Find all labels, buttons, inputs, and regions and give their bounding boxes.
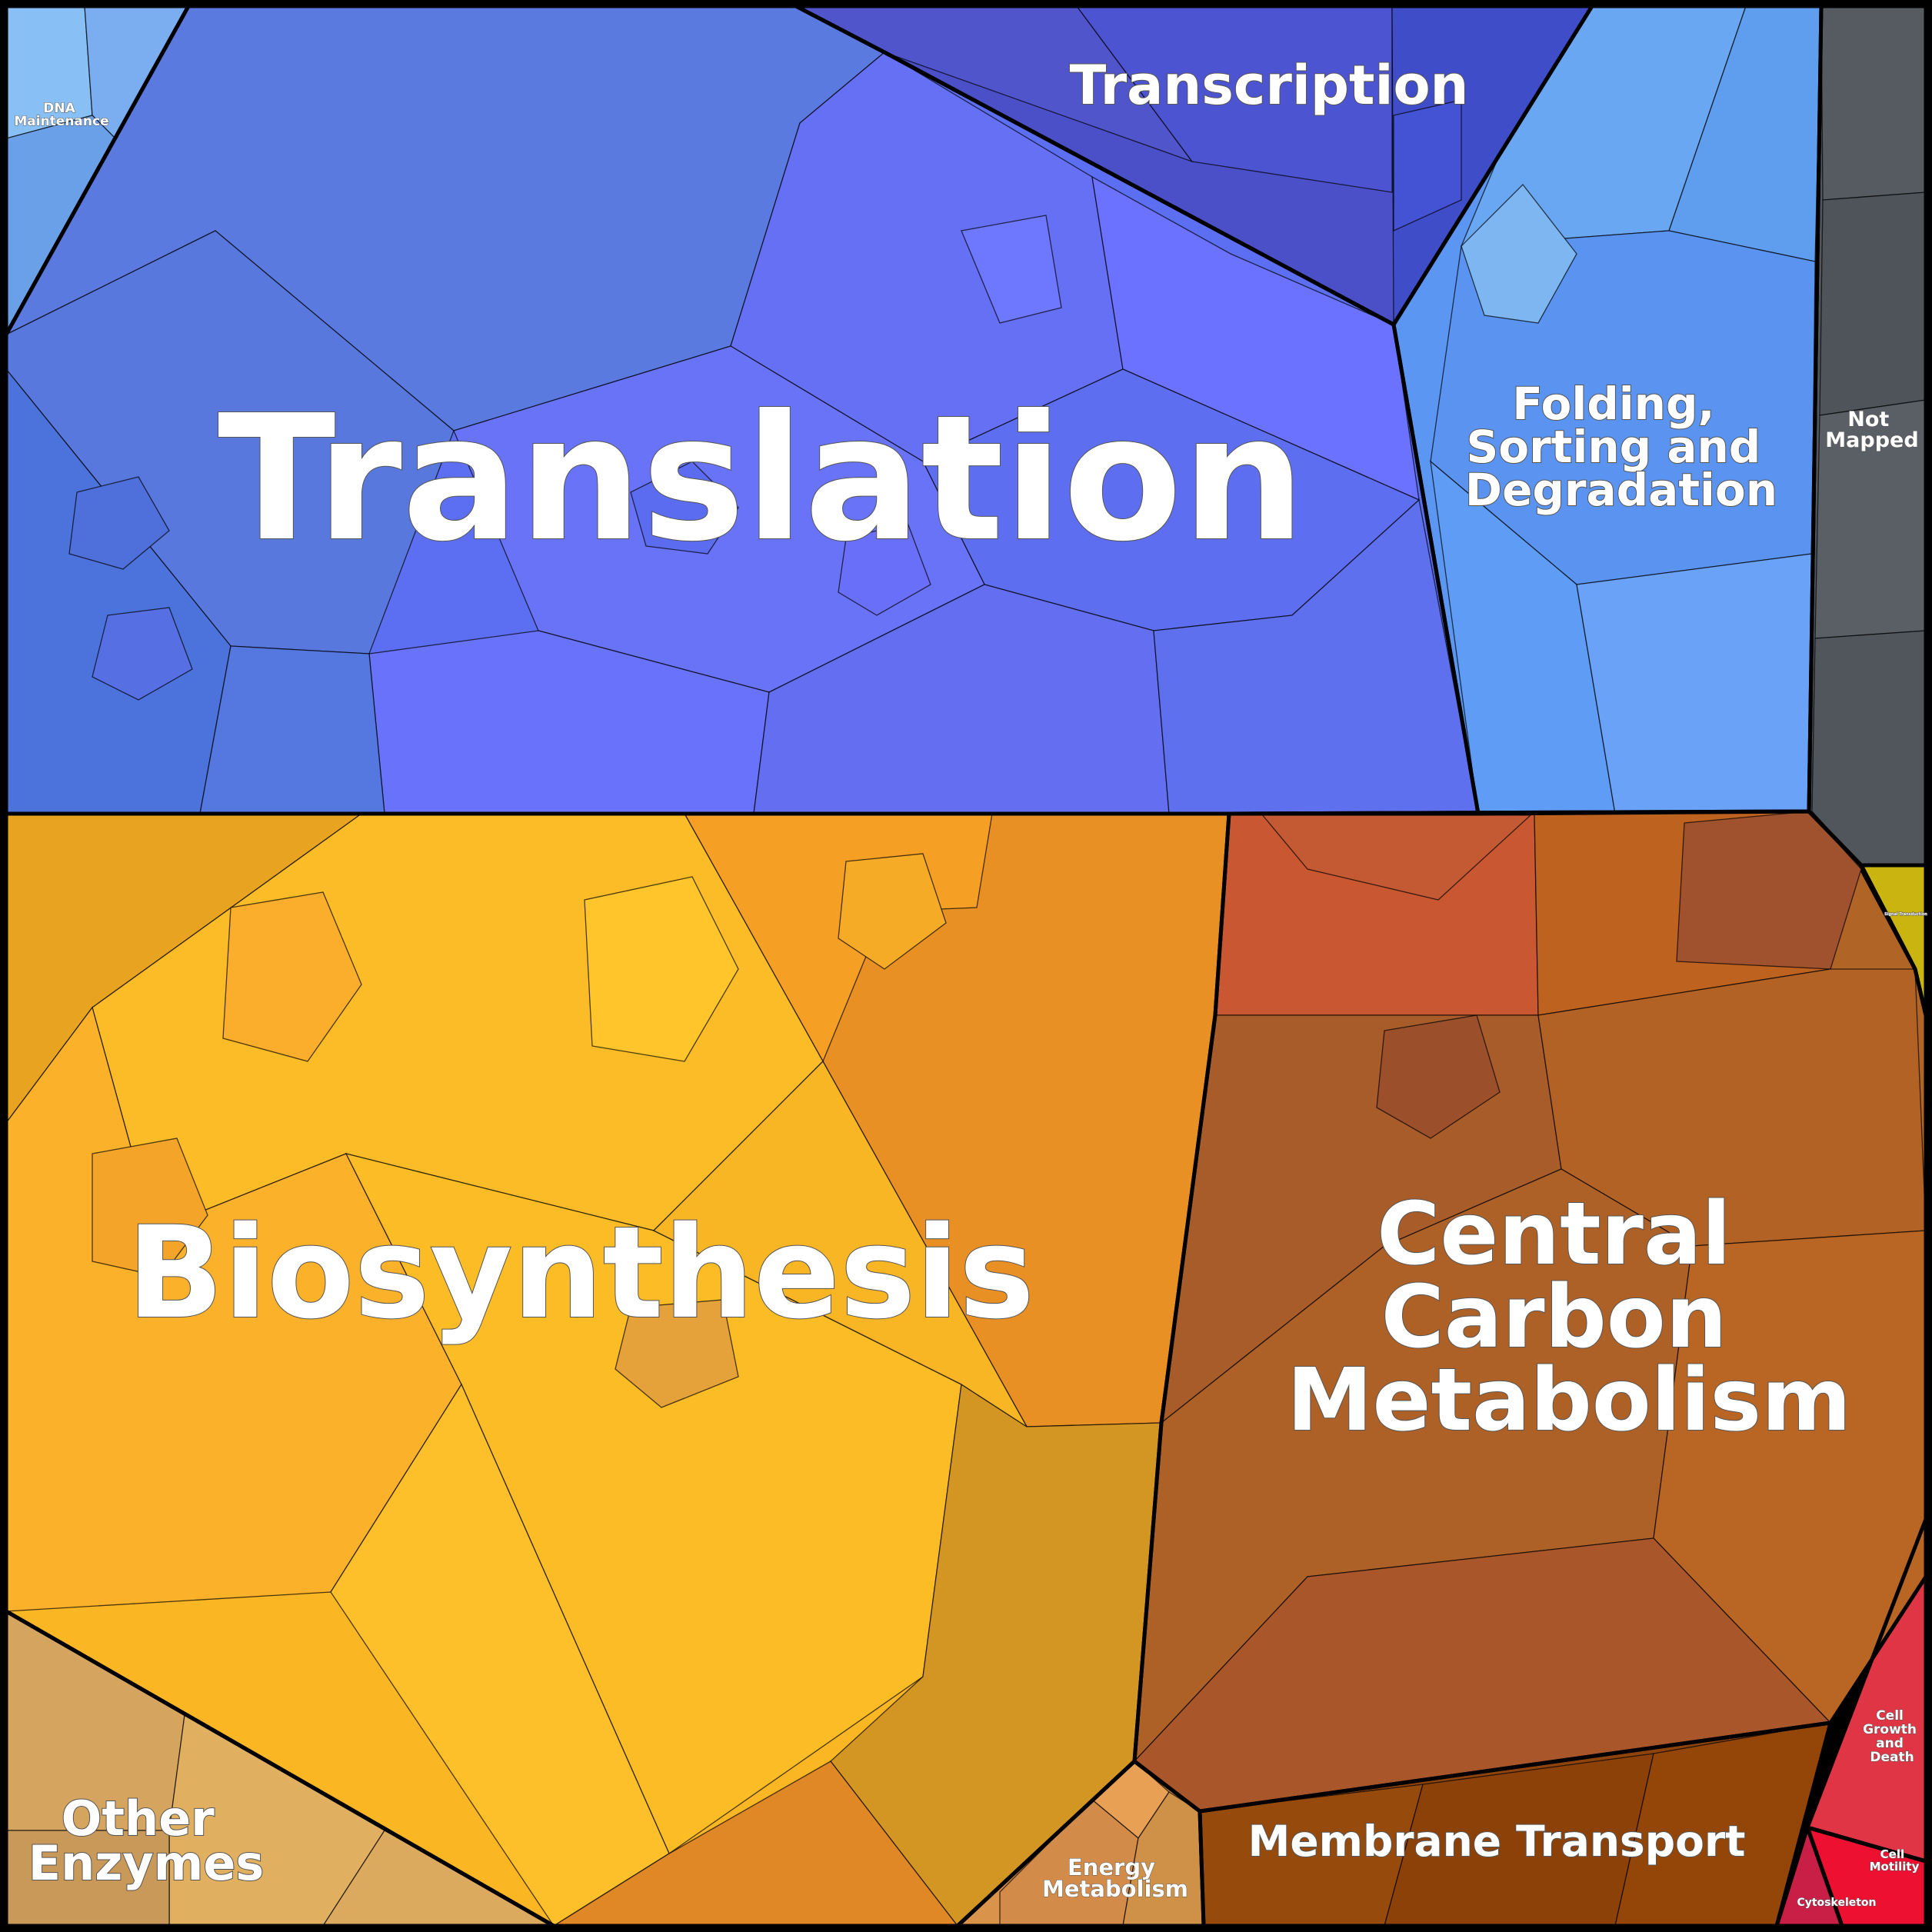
label-cytoskeleton: Cytoskeleton [1797, 1897, 1876, 1909]
label-signal-transduction: Signal Transduction [1884, 912, 1927, 917]
folding-cells [1430, 6, 1822, 814]
label-dna-line-2: Maintenance [14, 114, 108, 129]
energy-cells [999, 1760, 1204, 1926]
label-cell-motility-line-1: Cell [1880, 1847, 1904, 1861]
label-not-mapped: Not Mapped [1825, 408, 1918, 452]
label-cell-growth-line-4: Death [1870, 1750, 1914, 1765]
label-energy-line-2: Metabolism [1042, 1876, 1188, 1902]
membrane-cells [1199, 1722, 1831, 1926]
label-ccm-line-3: Metabolism [1287, 1351, 1851, 1451]
label-cell-motility-line-2: Motility [1870, 1860, 1920, 1874]
dna-cells [6, 6, 189, 336]
label-ccm-line-2: Carbon [1381, 1267, 1727, 1367]
label-cell-growth-line-3: and [1876, 1736, 1904, 1751]
label-folding-line-3: Degradation [1465, 464, 1777, 516]
ccm-cells [1134, 811, 1926, 1812]
label-translation: Translation [218, 378, 1305, 580]
label-cell-growth-line-1: Cell [1876, 1708, 1904, 1724]
label-other-line-2: Enzymes [28, 1835, 265, 1891]
other-enzymes-cells [6, 1611, 555, 1926]
label-other-line-1: Other [62, 1790, 215, 1847]
not-mapped-cells [1811, 6, 1926, 866]
label-central-carbon-metabolism: Central Carbon Metabolism [1287, 1184, 1851, 1451]
label-other-enzymes: Other Enzymes [28, 1790, 265, 1891]
label-not-mapped-line-2: Mapped [1825, 428, 1918, 452]
label-cell-growth-and-death: Cell Growth and Death [1863, 1708, 1921, 1765]
translation-cells [6, 6, 1479, 814]
label-membrane-transport: Membrane Transport [1248, 1817, 1746, 1866]
label-dna-line-1: DNA [43, 101, 75, 116]
label-cell-growth-line-2: Growth [1863, 1722, 1917, 1737]
label-folding-line-1: Folding, [1512, 378, 1714, 430]
label-ccm-line-1: Central [1377, 1184, 1731, 1284]
label-not-mapped-line-1: Not [1847, 408, 1889, 431]
region-outlines [6, 6, 1926, 1926]
label-folding-line-2: Sorting and [1467, 421, 1761, 473]
label-energy-metabolism: Energy Metabolism [1042, 1854, 1188, 1902]
label-folding: Folding, Sorting and Degradation [1465, 378, 1777, 516]
label-cell-motility: Cell Motility [1870, 1847, 1920, 1874]
biosynthesis-cells [6, 813, 1230, 1926]
label-dna-maintenance: DNA Maintenance [14, 101, 108, 129]
label-energy-line-1: Energy [1068, 1854, 1155, 1880]
label-biosynthesis: Biosynthesis [127, 1199, 1034, 1347]
label-transcription: Transcription [1070, 54, 1469, 117]
